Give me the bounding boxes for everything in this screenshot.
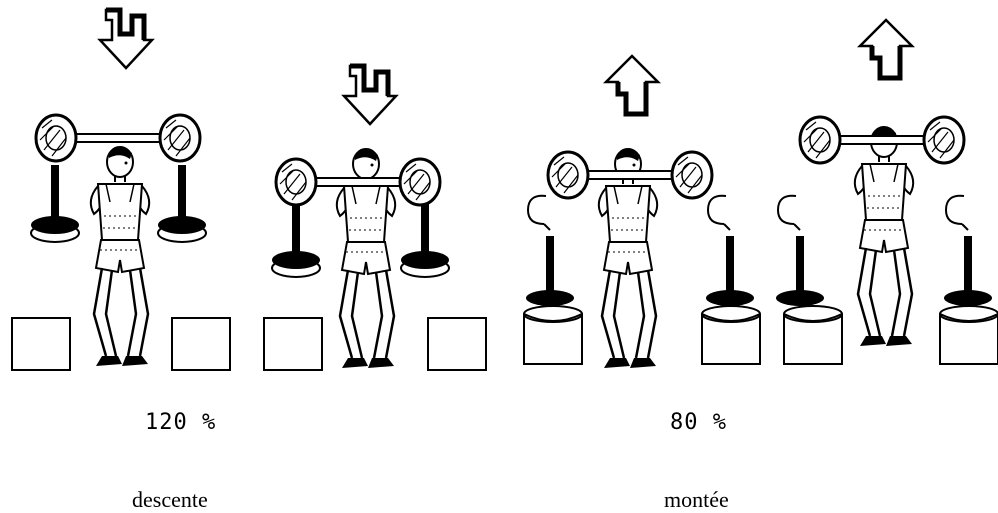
descente-panel (12, 10, 486, 370)
montee-percent-label: 80 % (670, 410, 727, 435)
lifter-figure (855, 127, 913, 346)
hook-stand (944, 196, 992, 306)
empty-box (172, 318, 230, 370)
montee-panel (524, 20, 998, 368)
weight-stand (158, 165, 206, 242)
montee-phase-label: montée (664, 487, 729, 513)
hook-stand (526, 196, 574, 306)
down-arrow-icon (344, 66, 396, 124)
cylinder-container (702, 306, 760, 364)
cylinder-container (784, 306, 842, 364)
empty-box (264, 318, 322, 370)
weight-stand (31, 165, 79, 242)
descente-phase-label: descente (132, 487, 208, 513)
lifter-figure (599, 149, 657, 368)
up-arrow-icon (606, 56, 658, 114)
up-arrow-icon (860, 20, 912, 78)
lifter-figure (91, 147, 149, 366)
weight-stand (272, 200, 320, 277)
empty-box (12, 318, 70, 370)
empty-box (428, 318, 486, 370)
hook-stand (706, 196, 754, 306)
cylinder-container (524, 306, 582, 364)
down-arrow-icon (100, 10, 152, 68)
cylinder-container (940, 306, 998, 364)
descente-percent-label: 120 % (145, 410, 216, 435)
weight-stand (401, 200, 449, 277)
hook-stand (776, 196, 824, 306)
